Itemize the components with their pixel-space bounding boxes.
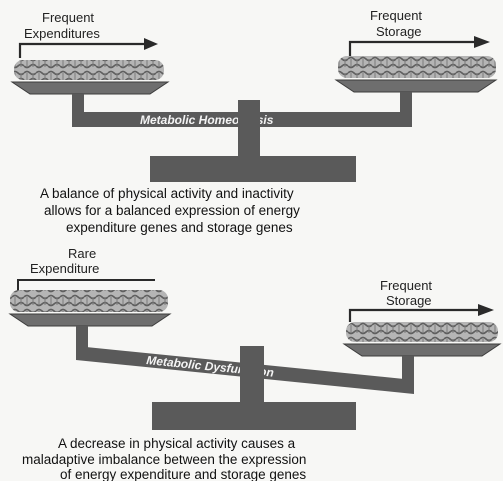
top-caption-line3: expenditure genes and storage genes bbox=[66, 220, 293, 235]
bottom-post bbox=[240, 346, 264, 408]
bottom-caption-line2: maladaptive imbalance between the expres… bbox=[22, 452, 306, 467]
bottom-caption-line3: of energy expenditure and storage genes bbox=[60, 467, 306, 481]
dna-strand-icon bbox=[338, 56, 496, 78]
top-left-label-line2: Expenditures bbox=[24, 26, 100, 41]
top-right-label-line1: Frequent bbox=[370, 8, 422, 23]
bottom-base bbox=[152, 402, 356, 430]
top-caption-line1: A balance of physical activity and inact… bbox=[40, 186, 294, 201]
dna-strand-icon bbox=[14, 60, 164, 80]
top-panel: Frequent Expenditures Frequent Storage M… bbox=[12, 8, 496, 235]
top-base bbox=[150, 156, 356, 182]
top-caption-line2: allows for a balanced expression of ener… bbox=[44, 203, 300, 218]
bottom-right-label-line1: Frequent bbox=[380, 278, 432, 293]
bottom-panel: Rare Expenditure Frequent Storage Metabo… bbox=[10, 246, 500, 481]
dna-strand-icon bbox=[10, 290, 168, 312]
bottom-left-label-line1: Rare bbox=[68, 246, 96, 261]
dna-strand-icon bbox=[346, 322, 498, 342]
arrow-right-icon bbox=[20, 38, 158, 58]
top-left-label-line1: Frequent bbox=[42, 10, 94, 25]
arrow-right-icon bbox=[350, 36, 490, 56]
bottom-left-label-line2: Expenditure bbox=[30, 261, 99, 276]
top-post bbox=[238, 100, 260, 162]
top-right-label-line2: Storage bbox=[376, 24, 422, 39]
bottom-caption-line1: A decrease in physical activity causes a bbox=[58, 436, 296, 451]
bottom-right-label-line2: Storage bbox=[386, 293, 432, 308]
